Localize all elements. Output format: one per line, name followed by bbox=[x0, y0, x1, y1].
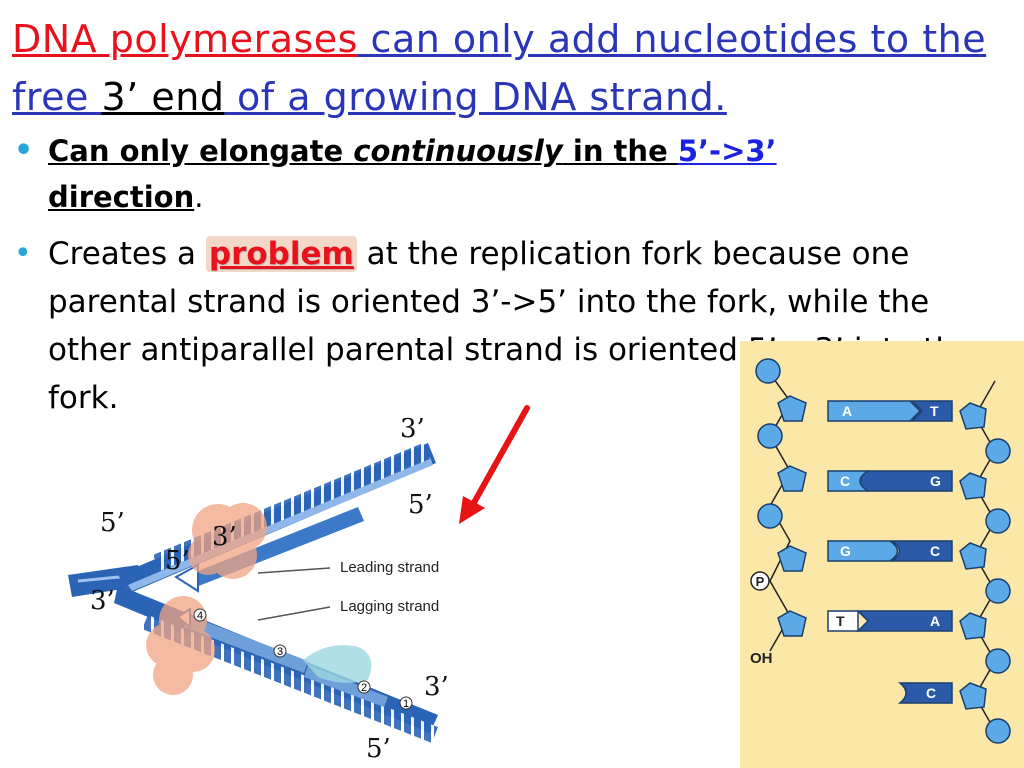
fragment-1: 1 bbox=[403, 698, 409, 710]
bullet1-period: . bbox=[194, 180, 204, 214]
fragment-2: 2 bbox=[361, 682, 367, 694]
base-pair-1: A T bbox=[827, 400, 953, 422]
label-mid-5prime: 5’ bbox=[165, 546, 190, 576]
base-pair-1-left: A bbox=[842, 403, 852, 419]
bullet1-in-the: in the bbox=[562, 134, 678, 168]
bullet2-pre: Creates a bbox=[48, 236, 206, 272]
dna-structure-panel: P OH A T C G G C T A C bbox=[740, 341, 1024, 768]
phosphate-label: P bbox=[756, 574, 765, 589]
label-top-3prime: 3’ bbox=[400, 414, 425, 444]
base-pair-4: T A bbox=[827, 610, 953, 632]
label-right-5prime: 5’ bbox=[408, 490, 433, 520]
unpaired-base: C bbox=[897, 682, 953, 704]
bullet-elongate: • Can only elongate continuously in the … bbox=[14, 128, 1008, 220]
bullet1-text: Can only elongate bbox=[48, 134, 354, 168]
unpaired-base-label: C bbox=[926, 685, 936, 701]
base-pair-3: G C bbox=[827, 540, 953, 562]
bullet2-post: at the replication fork because one pare… bbox=[48, 236, 975, 416]
base-pair-3-right: C bbox=[930, 543, 940, 559]
label-bottom-3prime: 3’ bbox=[424, 672, 449, 702]
base-pair-1-right: T bbox=[930, 403, 939, 419]
base-pair-4-right: A bbox=[930, 613, 940, 629]
label-bottom-5prime: 5’ bbox=[366, 734, 391, 764]
fragment-3: 3 bbox=[277, 646, 283, 658]
bullet1-continuously: continuously bbox=[353, 134, 563, 168]
hydroxyl-label: OH bbox=[750, 650, 773, 667]
bullet2-problem: problem bbox=[205, 236, 357, 272]
bullet1-direction: direction bbox=[48, 180, 195, 214]
title-text-end: of a growing DNA strand. bbox=[224, 75, 727, 119]
red-arrow bbox=[459, 405, 530, 524]
label-mid-3prime: 3’ bbox=[212, 522, 237, 552]
bullet1-direction-value: 5’->3’ bbox=[677, 134, 777, 168]
label-pointers bbox=[257, 567, 331, 621]
title-text: can only add nucleotides to the free bbox=[12, 17, 987, 119]
bullet-dot: • bbox=[14, 236, 32, 271]
base-pair-4-left: T bbox=[836, 613, 845, 629]
base-pair-2: C G bbox=[827, 470, 953, 492]
right-backbone bbox=[959, 380, 1011, 744]
primase-shape bbox=[303, 645, 372, 683]
helicase-complex bbox=[146, 503, 267, 695]
title-3-end: 3’ end bbox=[101, 75, 225, 119]
leading-strand-label: Leading strand bbox=[340, 559, 439, 576]
label-left-5prime: 5’ bbox=[100, 508, 125, 538]
title-dna-polymerases: DNA polymerases bbox=[12, 17, 358, 61]
base-pair-2-left: C bbox=[840, 473, 850, 489]
slide-title: DNA polymerases can only add nucleotides… bbox=[12, 10, 1012, 126]
left-backbone bbox=[755, 358, 807, 652]
lagging-strand-label: Lagging strand bbox=[340, 598, 439, 615]
base-pair-2-right: G bbox=[930, 473, 941, 489]
replication-fork-diagram: Leading strand Lagging strand 1 2 3 4 bbox=[68, 443, 439, 743]
bullet-problem: • Creates a problem at the replication f… bbox=[14, 230, 1008, 422]
base-pair-3-left: G bbox=[840, 543, 851, 559]
fragment-markers: 1 2 3 4 bbox=[193, 608, 413, 710]
label-left-3prime: 3’ bbox=[90, 586, 115, 616]
bullet-dot: • bbox=[14, 133, 34, 168]
phosphate-circle bbox=[750, 571, 770, 591]
fragment-4: 4 bbox=[197, 610, 203, 622]
